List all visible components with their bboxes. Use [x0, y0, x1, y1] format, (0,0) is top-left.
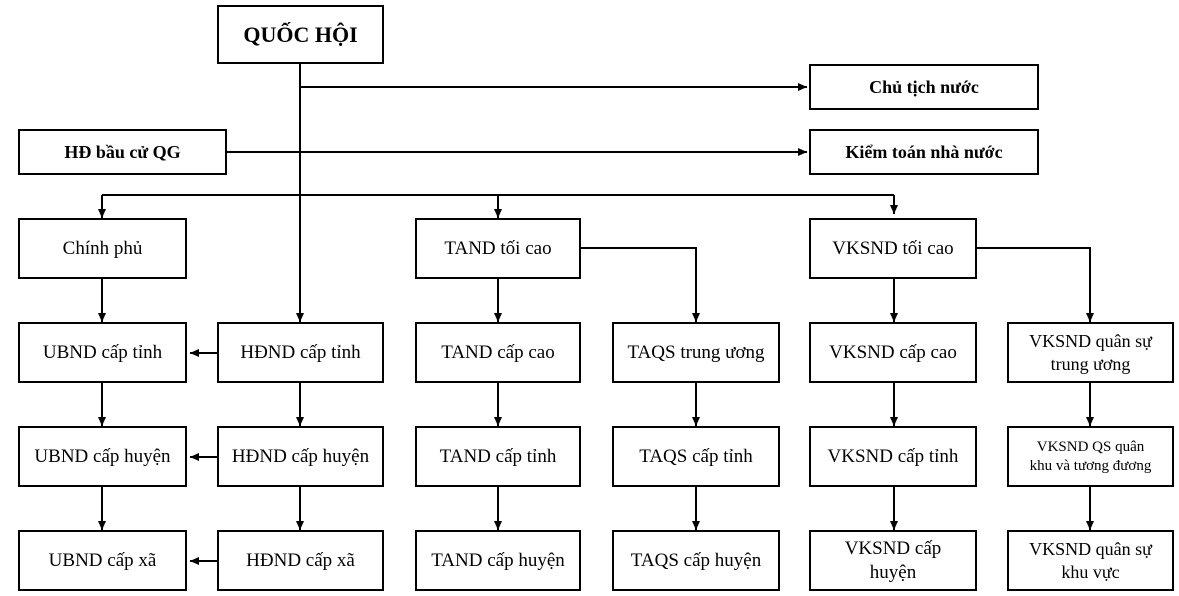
- node-taqs-trung-uong: TAQS trung ương: [612, 322, 780, 383]
- edge-tandtoicao-taqs: [581, 247, 700, 322]
- node-vksnd-cap-cao: VKSND cấp cao: [809, 322, 977, 383]
- node-vksnd-qs-khu-vuc: VKSND quân sự khu vực: [1007, 530, 1174, 591]
- node-ubnd-cap-huyen: UBND cấp huyện: [18, 426, 187, 487]
- node-chu-tich-nuoc: Chủ tịch nước: [809, 64, 1039, 110]
- node-tand-cap-huyen: TAND cấp huyện: [415, 530, 581, 591]
- node-taqs-cap-tinh: TAQS cấp tỉnh: [612, 426, 780, 487]
- node-hdnd-cap-xa: HĐND cấp xã: [217, 530, 384, 591]
- node-ubnd-cap-tinh: UBND cấp tỉnh: [18, 322, 187, 383]
- node-tand-cap-tinh: TAND cấp tỉnh: [415, 426, 581, 487]
- node-vksnd-qs-quan-khu: VKSND QS quân khu và tương đương: [1007, 426, 1174, 487]
- node-hd-bau-cu: HĐ bầu cử QG: [18, 129, 227, 175]
- edge-vksndtoicao-qs: [977, 247, 1094, 322]
- node-vksnd-cap-tinh: VKSND cấp tỉnh: [809, 426, 977, 487]
- node-vksnd-cap-huyen: VKSND cấp huyện: [809, 530, 977, 591]
- node-quoc-hoi: QUỐC HỘI: [217, 5, 384, 64]
- node-kiem-toan: Kiểm toán nhà nước: [809, 129, 1039, 175]
- node-ubnd-cap-xa: UBND cấp xã: [18, 530, 187, 591]
- node-vksnd-qs-trung-uong: VKSND quân sự trung ương: [1007, 322, 1174, 383]
- node-hdnd-cap-huyen: HĐND cấp huyện: [217, 426, 384, 487]
- node-hdnd-cap-tinh: HĐND cấp tỉnh: [217, 322, 384, 383]
- node-tand-cap-cao: TAND cấp cao: [415, 322, 581, 383]
- node-taqs-cap-huyen: TAQS cấp huyện: [612, 530, 780, 591]
- node-vksnd-toi-cao: VKSND tối cao: [809, 218, 977, 279]
- node-tand-toi-cao: TAND tối cao: [415, 218, 581, 279]
- node-chinh-phu: Chính phủ: [18, 218, 187, 279]
